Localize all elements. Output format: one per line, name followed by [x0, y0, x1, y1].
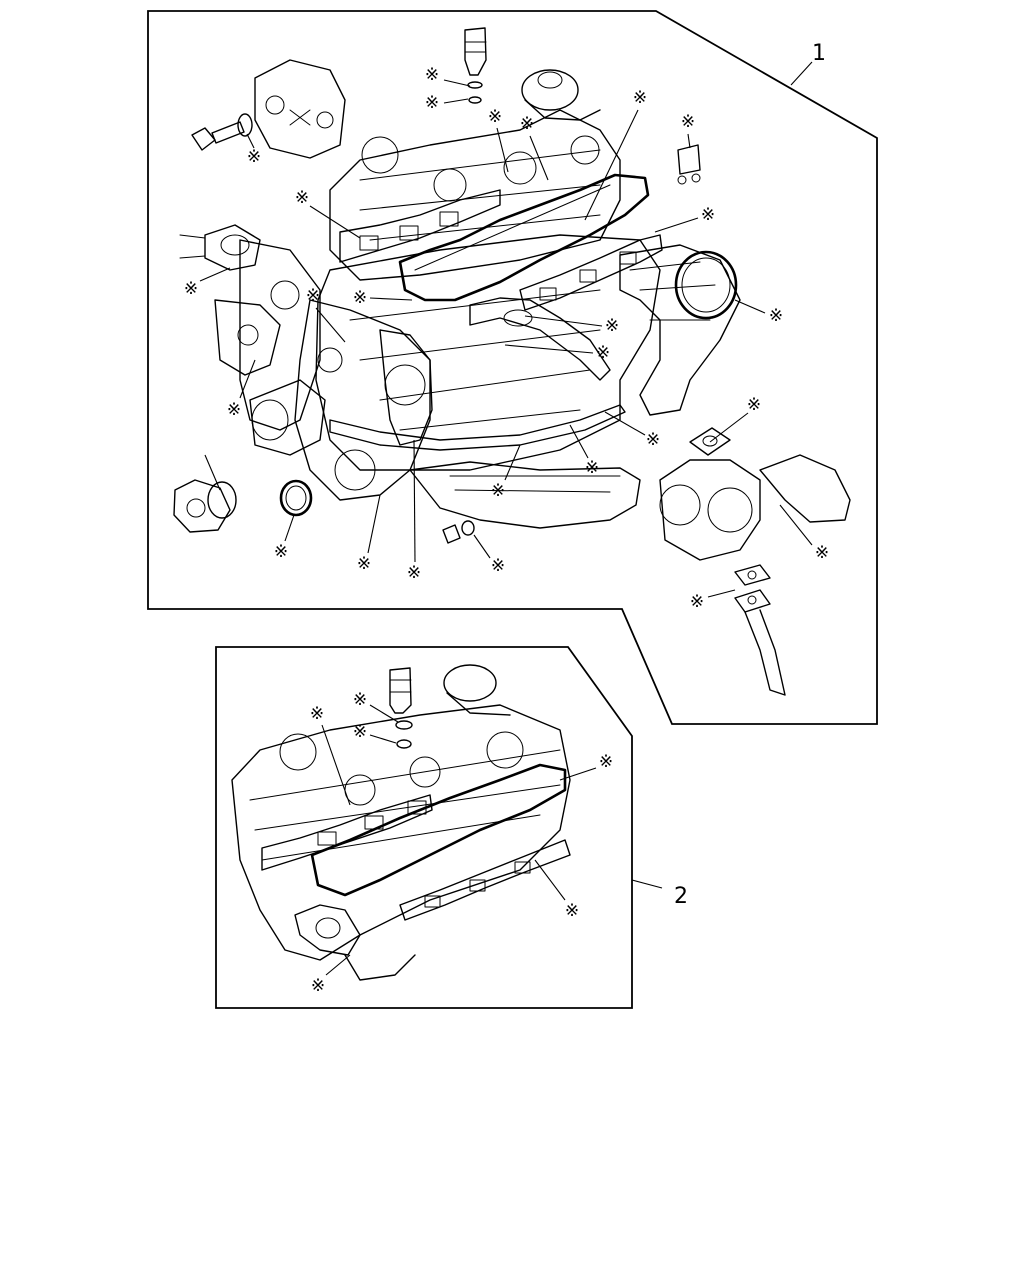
bolt: [191, 113, 253, 151]
intake-gasket: [339, 189, 501, 263]
front-cover: [294, 299, 431, 501]
injection-nozzle: [464, 27, 487, 104]
crankshaft-oil-seal-rear: [674, 250, 738, 320]
reference-marker: ※: [769, 306, 783, 326]
vacuum-pump: [173, 479, 237, 533]
reference-marker: ※: [681, 112, 695, 132]
reference-marker: ※: [227, 400, 241, 420]
reference-marker: ※: [815, 543, 829, 563]
head-gasket: [469, 297, 611, 381]
reference-marker: ※: [184, 279, 198, 299]
intake-gasket-2: [261, 794, 433, 871]
reference-marker: ※: [747, 395, 761, 415]
drain-plug: [442, 520, 475, 544]
reference-marker: ※: [701, 205, 715, 225]
oil-pipe-gaskets: [734, 564, 786, 696]
reference-marker: ※: [585, 458, 599, 478]
front-cover-gasket: [379, 329, 433, 446]
reference-marker: ※: [311, 976, 325, 996]
cylinder-head-drawing: [231, 664, 571, 961]
reference-marker: ※: [565, 901, 579, 921]
reference-marker: ※: [520, 114, 534, 134]
reference-marker: ※: [633, 88, 647, 108]
reference-marker: ※: [407, 563, 421, 583]
reference-marker: ※: [491, 481, 505, 501]
rocker-cover-gasket-2: [310, 763, 567, 897]
assembly-1-markers: ※ ※ ※ ※ ※ ※ ※ ※ ※ ※ ※ ※ ※ ※ ※ ※ ※ ※ ※ ※ ※ ※ ※ ※ ※ ※: [184, 65, 829, 612]
thermostat-housing-gasket: [214, 299, 281, 376]
vacuum-pump-top: [521, 69, 601, 121]
rocker-cover-gasket: [398, 173, 650, 302]
assembly-2-callout: 2: [674, 884, 688, 909]
reference-marker: ※: [425, 93, 439, 113]
reference-marker: ※: [306, 286, 320, 306]
oil-pan-gasket: [329, 404, 626, 451]
timing-case: [239, 239, 321, 431]
thin-gasket-plate: [677, 144, 701, 185]
water-outlet: [179, 224, 261, 271]
assembly-1-callout: 1: [812, 41, 826, 66]
reference-marker: ※: [353, 690, 367, 710]
engine-block-drawing: [315, 109, 661, 529]
reference-marker: ※: [646, 430, 660, 450]
exhaust-manifold-gasket: [519, 234, 663, 311]
assembly-2-frame: 2: [215, 646, 688, 1009]
reference-marker: ※: [357, 554, 371, 574]
crankshaft-oil-seal-front: [279, 479, 313, 517]
reference-marker: ※: [488, 107, 502, 127]
reference-marker: ※: [310, 704, 324, 724]
reference-marker: ※: [599, 752, 613, 772]
reference-marker: ※: [605, 316, 619, 336]
turbo-gasket: [689, 427, 731, 456]
reference-marker: ※: [353, 288, 367, 308]
reference-marker: ※: [247, 147, 261, 167]
reference-marker: ※: [353, 722, 367, 742]
assembly-2-markers: ※ ※ ※ ※ ※ ※: [310, 690, 613, 996]
head-gasket-2: [294, 904, 416, 981]
assembly-1-frame: 1: [147, 10, 878, 725]
reference-marker: ※: [425, 65, 439, 85]
reference-marker: ※: [596, 343, 610, 363]
reference-marker: ※: [274, 542, 288, 562]
oil-filler-cap: [254, 59, 346, 159]
reference-marker: ※: [295, 188, 309, 208]
turbocharger: [659, 454, 851, 561]
leader-lines: [199, 79, 813, 976]
reference-marker: ※: [491, 556, 505, 576]
reference-marker: ※: [690, 592, 704, 612]
exhaust-gasket-2: [399, 839, 571, 921]
water-pump: [249, 379, 326, 456]
